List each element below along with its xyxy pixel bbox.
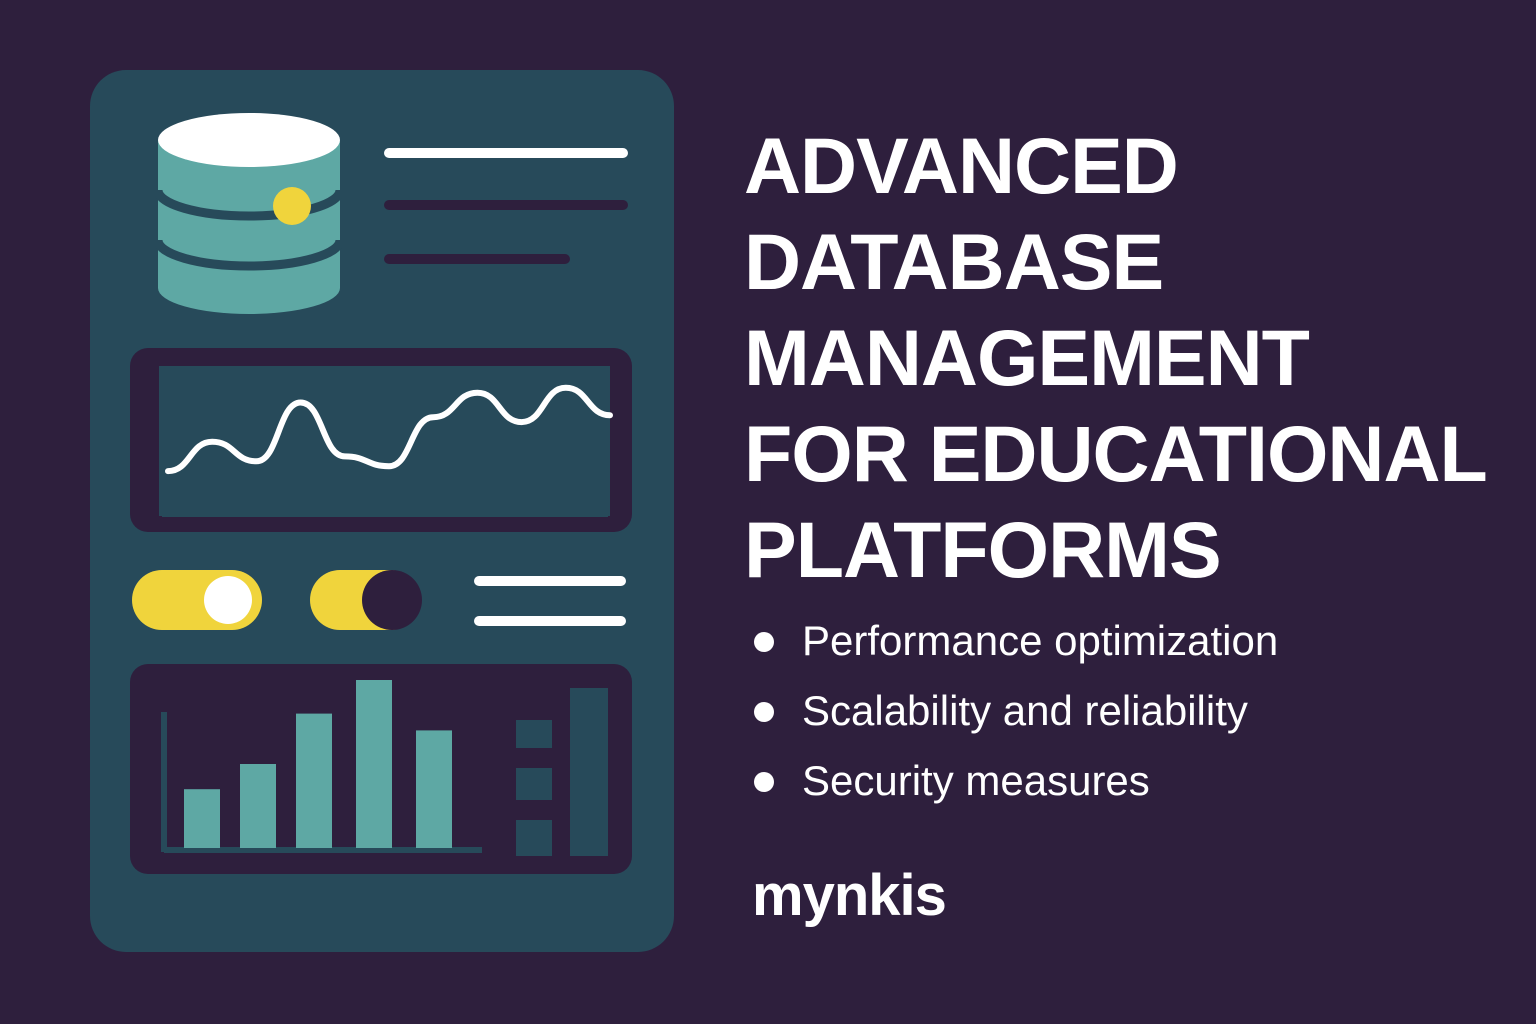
line-series [165, 384, 613, 475]
bullet-icon [754, 632, 774, 652]
bar [184, 789, 220, 848]
feature-text: Security measures [802, 757, 1150, 804]
headline-line: ADVANCED [744, 121, 1179, 210]
text-line-placeholder [384, 254, 570, 264]
bar [240, 764, 276, 848]
dashboard-illustration-card [90, 70, 674, 952]
headline-line: PLATFORMS [744, 505, 1222, 594]
feature-item: Security measures [752, 746, 1278, 816]
feature-list: Performance optimization Scalability and… [752, 606, 1278, 816]
toggle-knob [362, 570, 422, 630]
text-line-placeholder [474, 576, 626, 586]
line-chart [159, 366, 613, 517]
stacked-block [516, 720, 552, 748]
line-chart-panel [130, 348, 632, 532]
toggle-knob [204, 576, 252, 624]
feature-text: Scalability and reliability [802, 687, 1248, 734]
bar [356, 680, 392, 848]
headline-line: MANAGEMENT [744, 313, 1310, 402]
database-icon [156, 113, 342, 314]
bullet-icon [754, 772, 774, 792]
bar [416, 730, 452, 848]
status-dot-icon [273, 187, 311, 225]
bar-chart-panel [130, 664, 632, 874]
headline-line: FOR EDUCATIONAL [744, 409, 1488, 498]
bullet-icon [754, 702, 774, 722]
feature-text: Performance optimization [802, 617, 1279, 664]
stacked-block [516, 820, 552, 856]
headline: ADVANCED DATABASE MANAGEMENT FOR EDUCATI… [744, 118, 1524, 598]
stacked-block [516, 768, 552, 800]
feature-item: Performance optimization [752, 606, 1278, 676]
toggle-switch-off[interactable] [310, 570, 422, 630]
text-line-placeholder [384, 148, 628, 158]
text-line-placeholder [474, 616, 626, 626]
tall-block [570, 688, 608, 856]
text-line-placeholder [384, 200, 628, 210]
bar [296, 713, 332, 848]
brand-logo: mynkis [752, 863, 947, 928]
feature-item: Scalability and reliability [752, 676, 1278, 746]
bar-chart [161, 680, 608, 856]
toggle-switch-on[interactable] [132, 570, 262, 630]
headline-line: DATABASE [744, 217, 1164, 306]
